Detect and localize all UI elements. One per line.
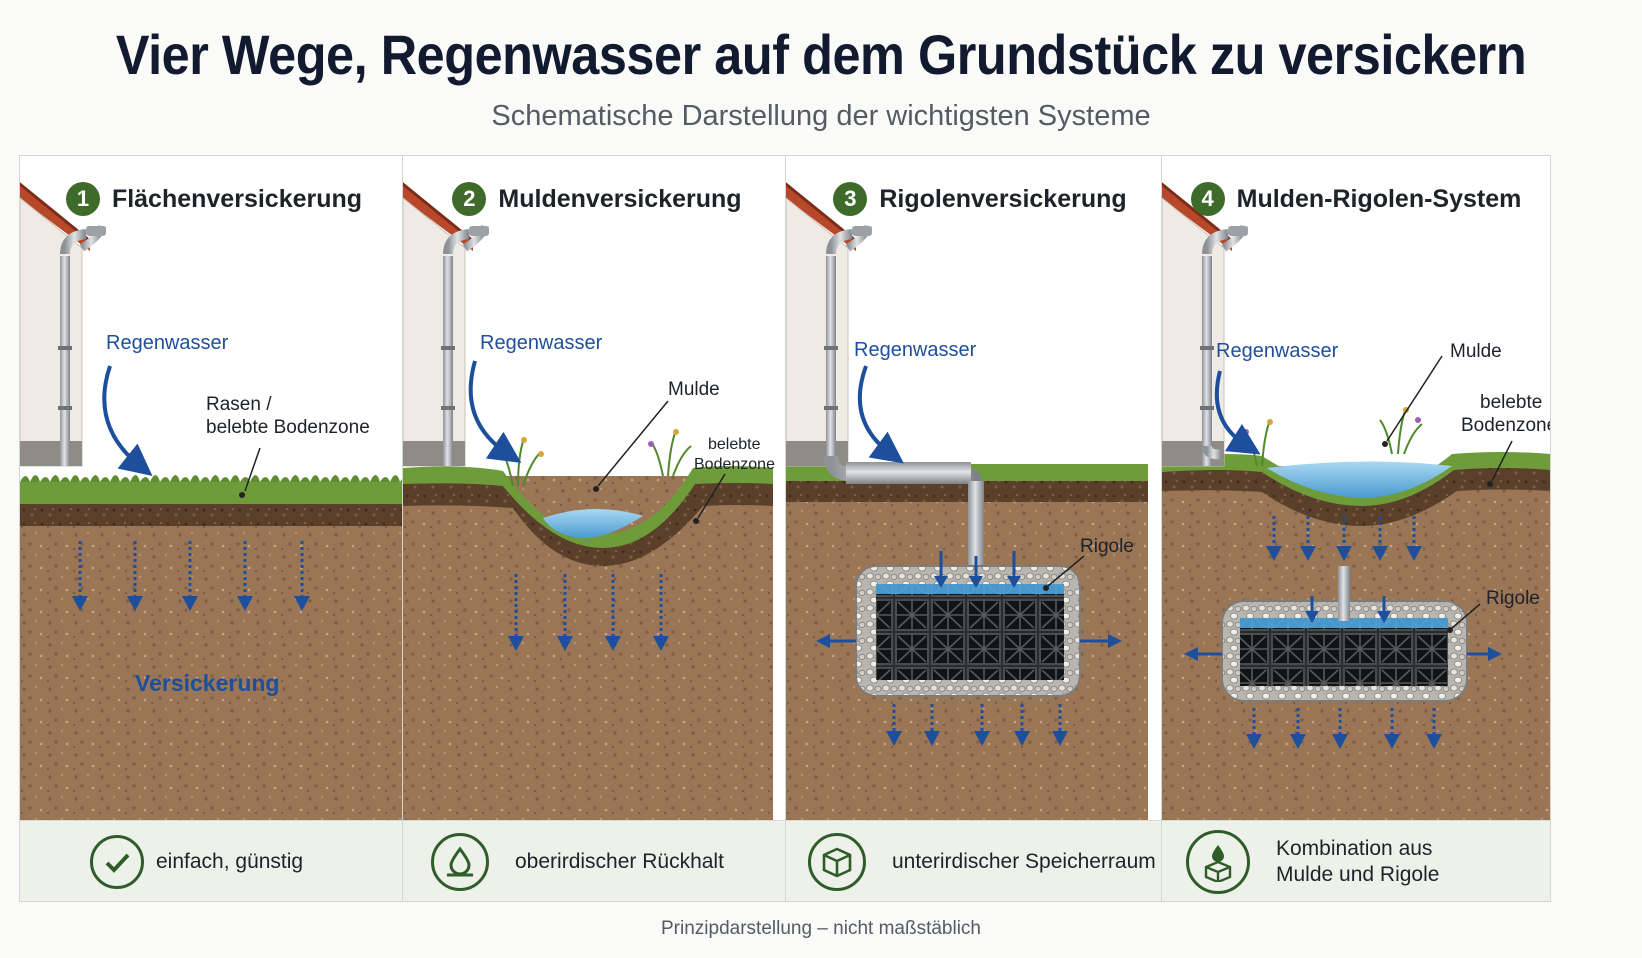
house-icon [786, 174, 858, 468]
drop-cube-icon [1186, 829, 1250, 894]
rain-arrow-icon [468, 360, 522, 463]
water-drop-icon [431, 832, 489, 891]
rain-arrow-icon [857, 365, 904, 464]
panel-2-title: 2 Muldenversickerung [403, 182, 791, 216]
label-zone-1: Rasen / [206, 394, 272, 415]
label-zone-2: Bodenzone [1461, 415, 1551, 436]
label-rain: Regenwasser [1216, 340, 1339, 362]
panel-footer: unterirdischer Speicherraum [786, 820, 1174, 901]
panel-title-text: Muldenversickerung [498, 184, 742, 213]
label-zone-2: Bodenzone [694, 456, 775, 473]
panel-1-title: 1 Flächenversickerung [20, 182, 408, 216]
panel-footer: einfach, günstig [20, 820, 408, 901]
benefit-text: unterirdischer Speicherraum [892, 849, 1156, 873]
label-rain: Regenwasser [480, 332, 603, 354]
infiltration-arrows-icon [72, 541, 310, 611]
label-zone-1: belebte [1480, 392, 1543, 413]
benefit-text-line-1: Kombination aus [1276, 836, 1433, 860]
step-number: 1 [65, 182, 100, 216]
panel-swale-infiltration: 2 Muldenversickerung Regenwasser Mulde b… [402, 155, 792, 902]
benefit-text: einfach, günstig [156, 849, 304, 873]
panel-surface-infiltration: 1 Flächenversickerung Regenwasser Rasen … [19, 155, 409, 902]
label-swale: Mulde [1450, 341, 1502, 362]
scene-surface-infiltration [20, 174, 408, 820]
flow-arrows-icon [816, 576, 1122, 746]
house-icon [20, 174, 92, 468]
label-zone-1: belebte [708, 436, 761, 453]
scene-trench-infiltration [786, 174, 1148, 820]
panel-swale-trench-system: 4 Mulden-Rigolen-System Regenwasser Muld… [1161, 155, 1551, 902]
label-rain: Regenwasser [854, 339, 977, 361]
label-trench: Rigole [1080, 536, 1134, 557]
benefit-text: oberirdischer Rückhalt [515, 849, 724, 873]
house-icon [403, 174, 475, 468]
infiltration-arrows-icon [508, 574, 669, 651]
rain-arrow-icon [102, 365, 153, 477]
benefit-text-line-2: Mulde und Rigole [1276, 862, 1440, 886]
storage-crate [876, 584, 1064, 680]
panel-title-text: Mulden-Rigolen-System [1236, 184, 1522, 213]
footnote: Prinzipdarstellung – nicht maßstäblich [661, 918, 981, 939]
panel-footer: Kombination aus Mulde und Rigole [1162, 820, 1550, 901]
page-subtitle: Schematische Darstellung der wichtigsten… [491, 100, 1151, 132]
step-number: 3 [833, 182, 868, 216]
panel-4-title: 4 Mulden-Rigolen-System [1162, 182, 1550, 216]
scene-swale-infiltration [403, 174, 773, 820]
panel-footer: oberirdischer Rückhalt [403, 820, 791, 901]
label-rain: Regenwasser [106, 332, 229, 354]
panel-title-text: Rigolenversickerung [879, 184, 1127, 213]
panel-title-text: Flächenversickerung [111, 184, 363, 213]
page-title: Vier Wege, Regenwasser auf dem Grundstüc… [115, 23, 1527, 86]
storage-crate [1240, 618, 1448, 686]
panel-trench-infiltration: 3 Rigolenversickerung Regenwasser Rigole… [785, 155, 1175, 902]
checkmark-icon [90, 834, 144, 889]
rain-arrow-icon [1214, 370, 1261, 455]
label-infiltration: Versickerung [135, 670, 280, 696]
storage-cube-icon [808, 832, 866, 891]
step-number: 4 [1190, 182, 1225, 216]
panel-3-title: 3 Rigolenversickerung [786, 182, 1174, 216]
label-swale: Mulde [668, 379, 720, 400]
flow-arrows-icon [1184, 546, 1502, 749]
label-zone-2: belebte Bodenzone [206, 417, 370, 438]
label-trench: Rigole [1486, 588, 1540, 609]
step-number: 2 [452, 182, 487, 216]
scene-swale-trench-system [1162, 174, 1550, 820]
